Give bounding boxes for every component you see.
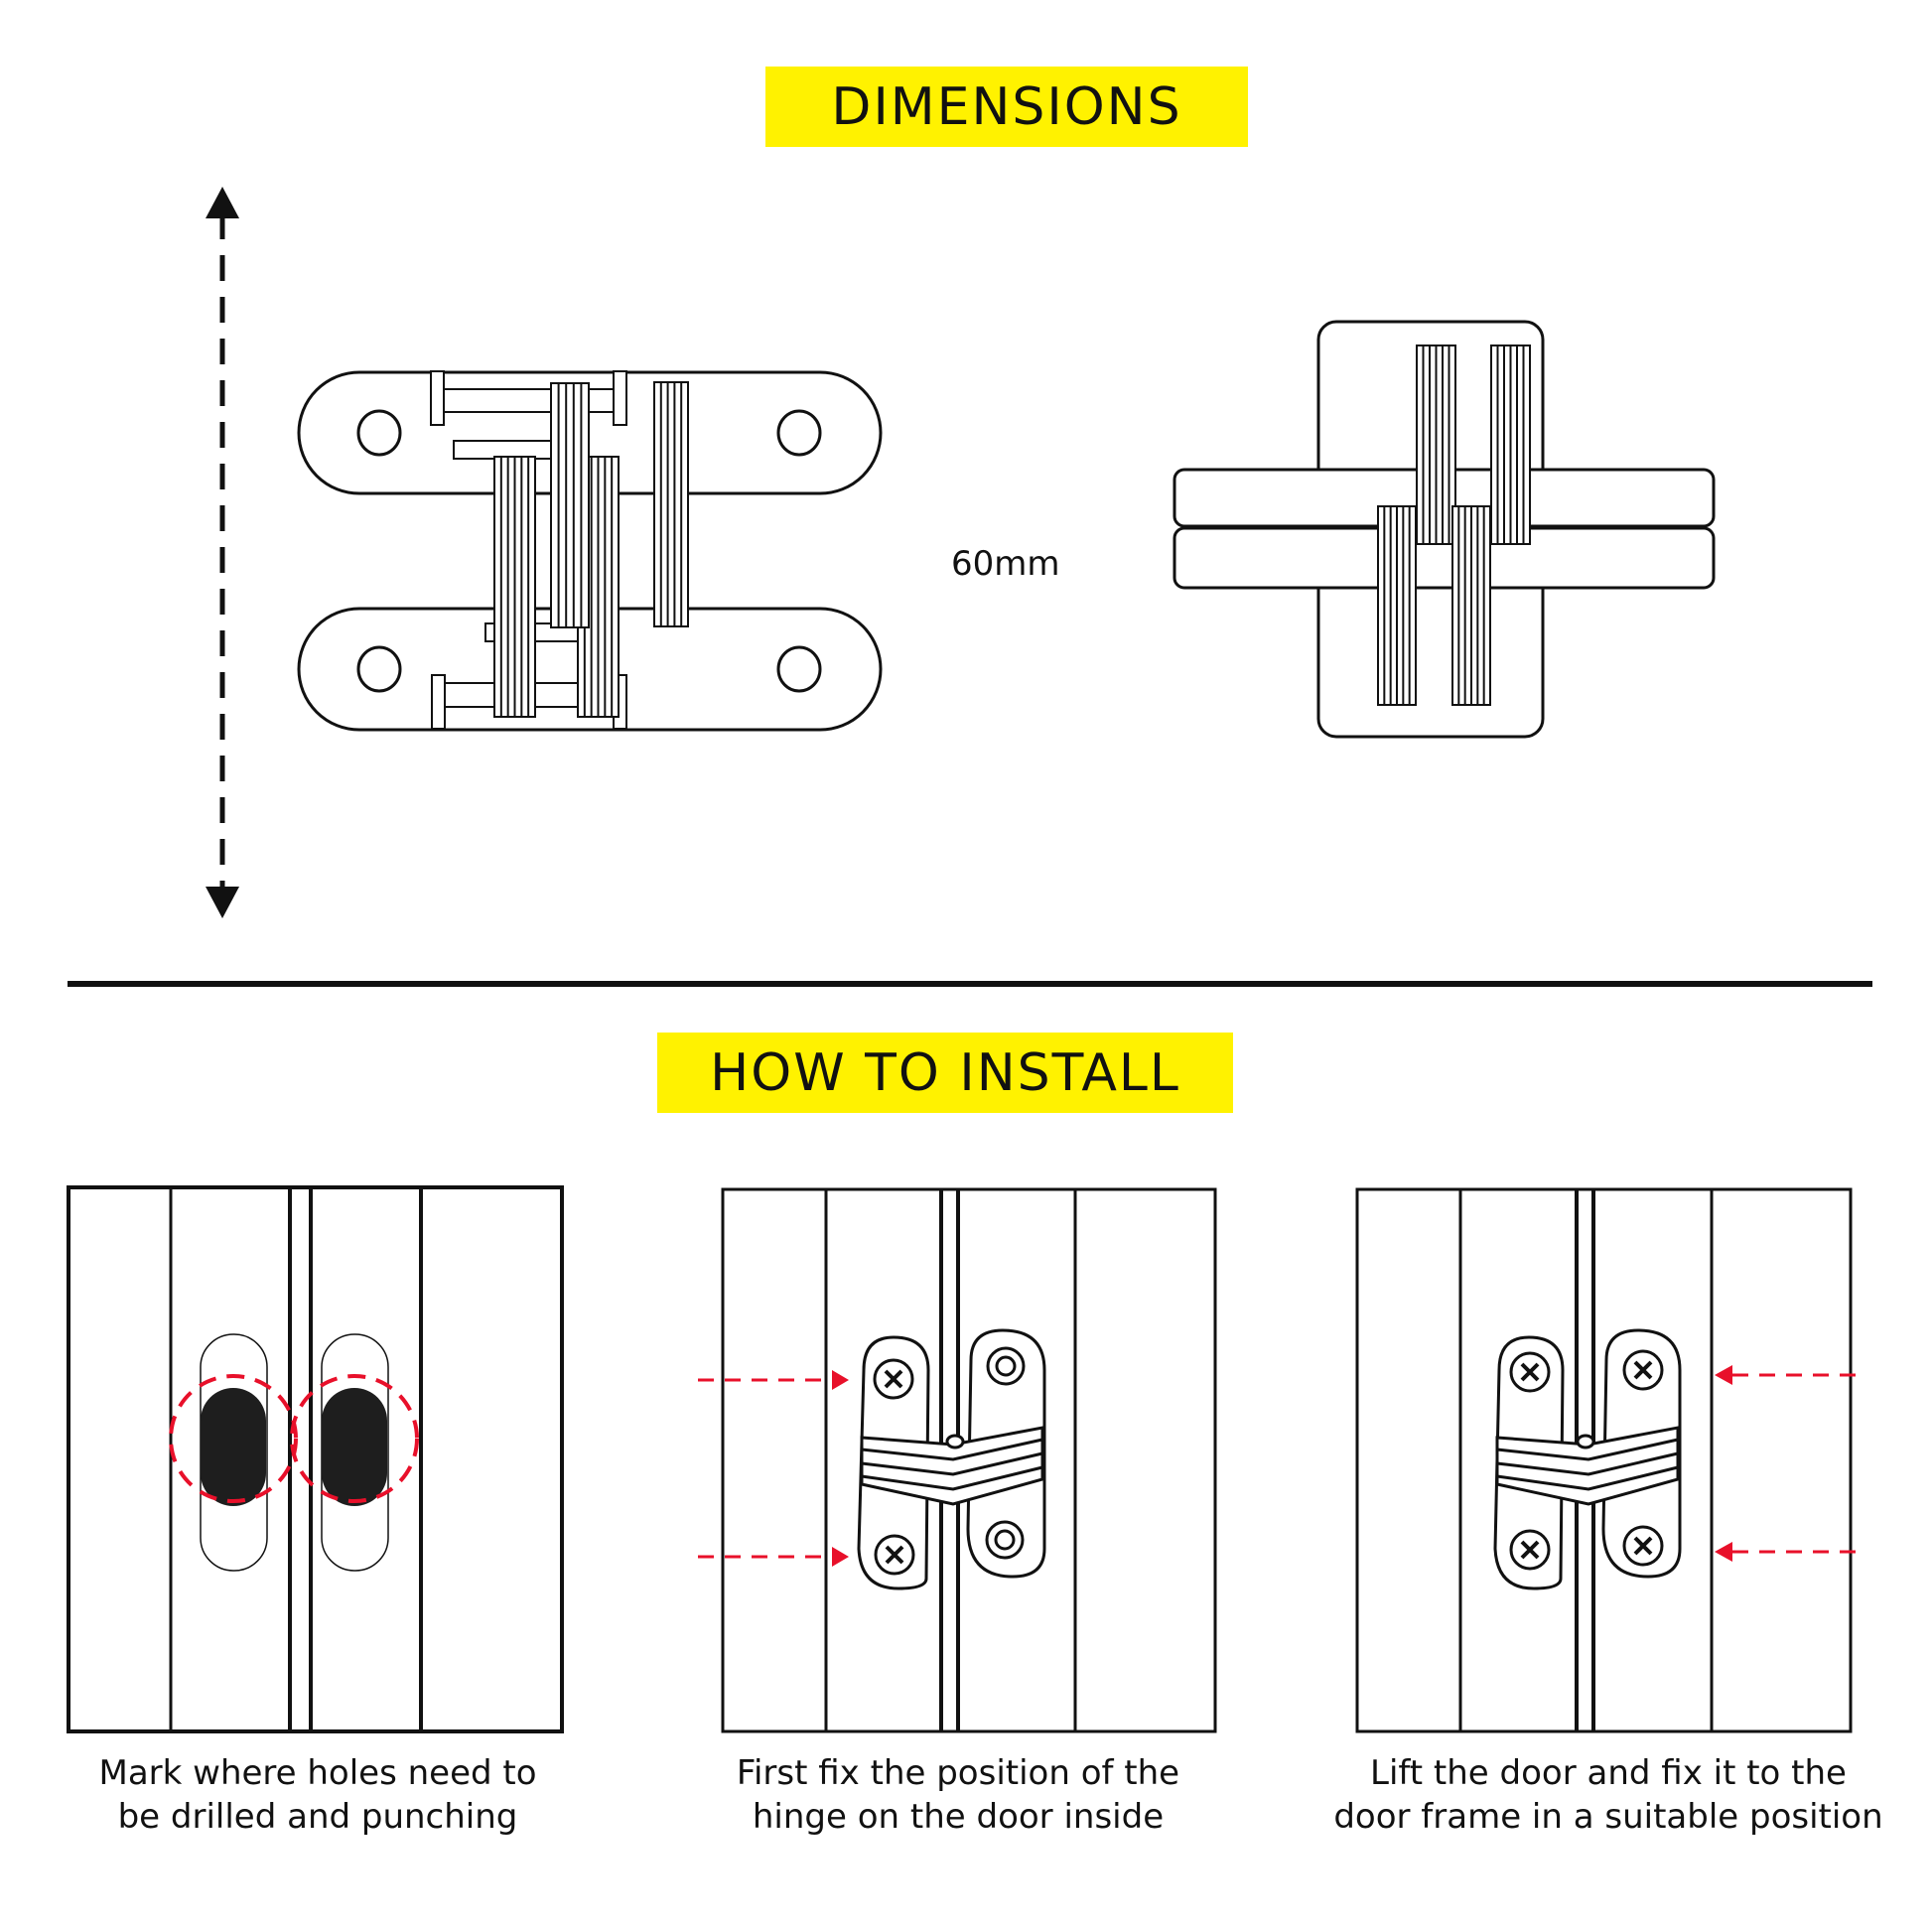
step3-caption: Lift the door and fix it to the door fra… bbox=[1320, 1751, 1896, 1839]
hinge-front-view bbox=[297, 370, 883, 732]
hinge-link-bar bbox=[653, 381, 689, 627]
insert-arrow bbox=[1732, 1373, 1866, 1554]
dimensions-heading: DIMENSIONS bbox=[765, 67, 1248, 147]
arrow-up-icon bbox=[206, 187, 239, 218]
step1-door-panel bbox=[67, 1185, 564, 1733]
insert-arrow bbox=[698, 1378, 832, 1559]
screw-hole bbox=[776, 645, 822, 693]
how-to-install-heading: HOW TO INSTALL bbox=[657, 1033, 1233, 1113]
step2-caption-line2: hinge on the door inside bbox=[752, 1797, 1165, 1837]
screw-hole bbox=[356, 645, 402, 693]
screw-hole bbox=[776, 409, 822, 457]
step2-caption: First fix the position of the hinge on t… bbox=[695, 1751, 1221, 1839]
arrow-right-icon bbox=[832, 1547, 849, 1567]
step1-caption: Mark where holes need to be drilled and … bbox=[60, 1751, 576, 1839]
arrow-right-icon bbox=[832, 1370, 849, 1390]
hinge-illustration bbox=[1493, 1328, 1682, 1590]
arrow-left-icon bbox=[1715, 1365, 1732, 1385]
step1-caption-line1: Mark where holes need to bbox=[98, 1753, 537, 1793]
hole-marking bbox=[322, 1388, 387, 1506]
hinge-illustration bbox=[857, 1328, 1046, 1590]
arrow-down-icon bbox=[206, 887, 239, 918]
step3-caption-line1: Lift the door and fix it to the bbox=[1370, 1753, 1847, 1793]
arrow-left-icon bbox=[1715, 1542, 1732, 1562]
screw-hole bbox=[356, 409, 402, 457]
drill-marker-circle bbox=[290, 1374, 419, 1503]
step1-caption-line2: be drilled and punching bbox=[117, 1797, 518, 1837]
hinge-side-view bbox=[1173, 320, 1716, 739]
hinge-link-bar bbox=[550, 382, 590, 628]
step2-caption-line1: First fix the position of the bbox=[736, 1753, 1180, 1793]
step3-caption-line2: door frame in a suitable position bbox=[1333, 1797, 1883, 1837]
drill-marker-circle bbox=[169, 1374, 298, 1503]
section-divider bbox=[68, 981, 1872, 987]
hole-marking bbox=[201, 1388, 266, 1506]
vertical-dimension-arrow bbox=[206, 187, 239, 918]
height-dimension-label: 60mm bbox=[951, 544, 1060, 584]
step2-door-panel bbox=[698, 1187, 1217, 1733]
step3-door-panel bbox=[1355, 1187, 1866, 1733]
